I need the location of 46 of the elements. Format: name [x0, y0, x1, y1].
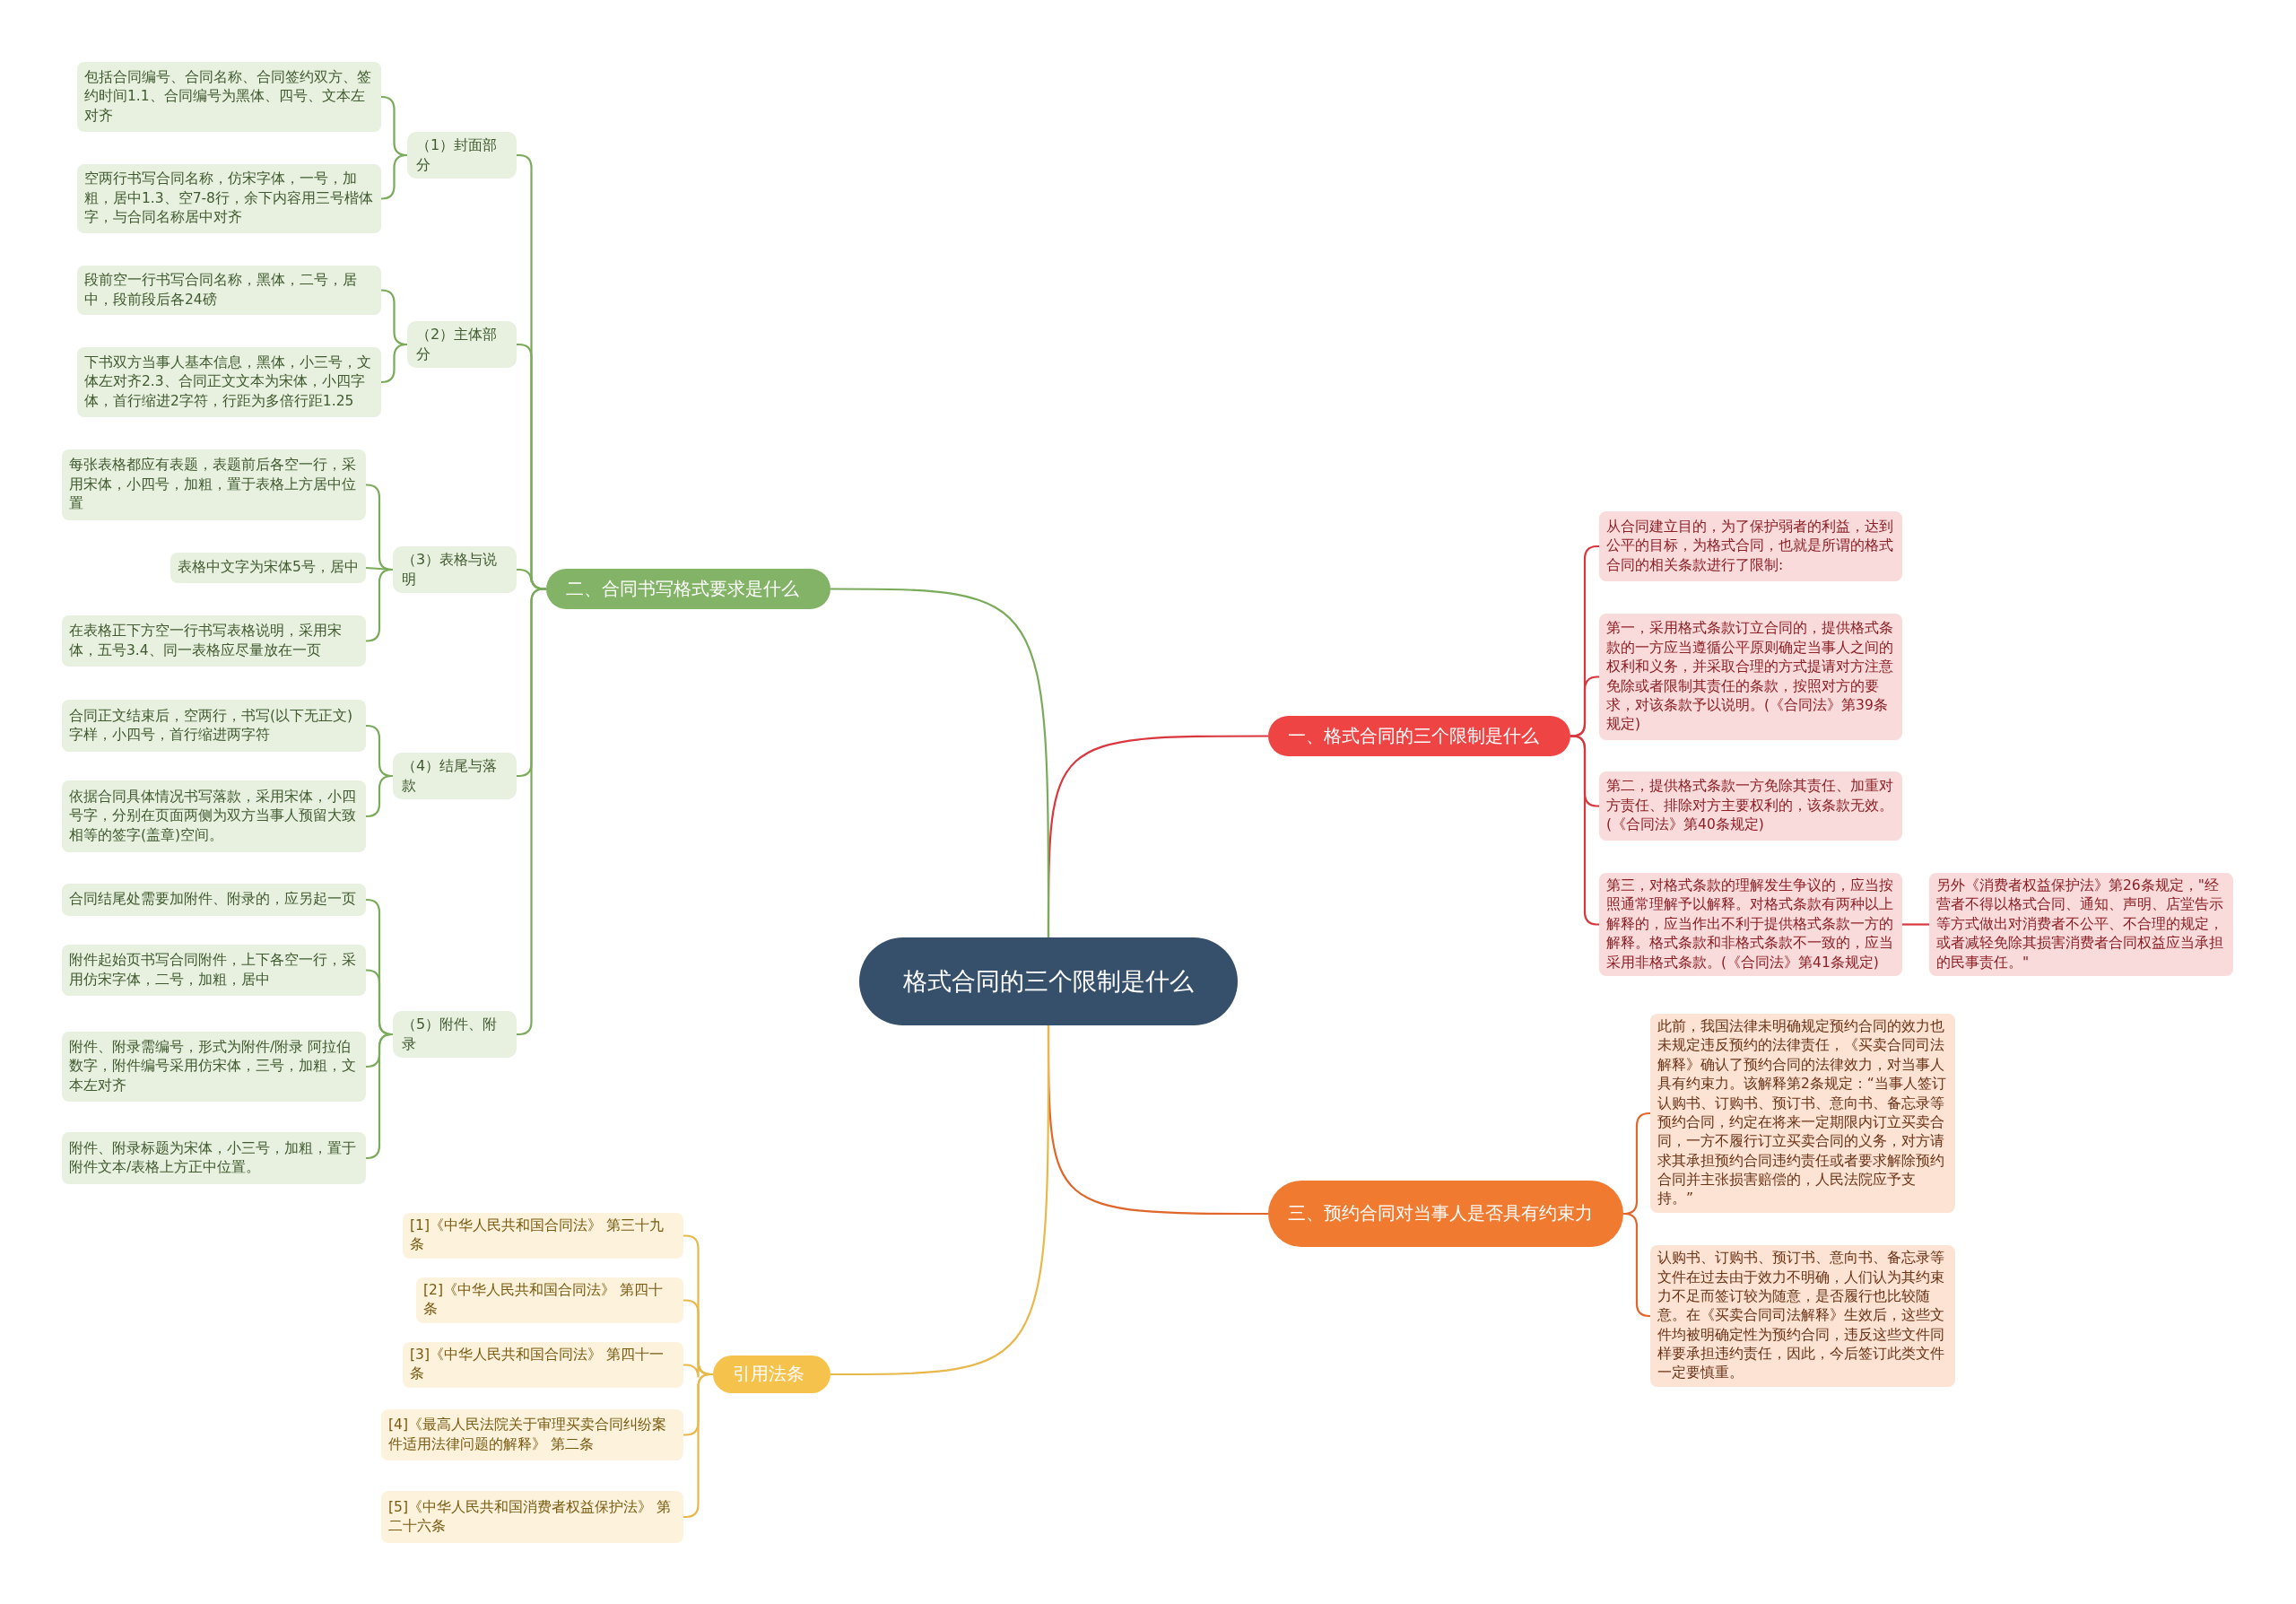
note-box: 附件、附录需编号，形式为附件/附录 阿拉伯数字，附件编号采用仿宋体，三号，加粗，文本左对齐 — [62, 1032, 366, 1102]
subtopic-box: （5）附件、附录 — [393, 1011, 517, 1059]
note-box: 包括合同编号、合同名称、合同签约双方、签约时间1.1、合同编号为黑体、四号、文本左对齐 — [77, 62, 381, 132]
connector-line — [683, 1373, 713, 1519]
note-box: 合同正文结束后，空两行，书写(以下无正文)字样，小四号，首行缩进两字符 — [62, 700, 366, 752]
note-box: 依据合同具体情况书写落款，采用宋体，小四号字，分别在页面两侧为双方当事人预留大致相等的签字(盖章)空间。 — [62, 780, 366, 852]
connector-line — [1902, 923, 1929, 926]
note-box: 第二，提供格式条款一方免除其责任、加重对方责任、排除对方主要权利的，该条款无效。(《合同法》第40条规定) — [1599, 771, 1902, 841]
note-box: [5]《中华人民共和国消费者权益保护法》 第二十六条 — [381, 1491, 683, 1543]
note-box: 下书双方当事人基本信息，黑体，小三号，文体左对齐2.3、合同正文文本为宋体，小四字体，首行缩进2字符，行距为多倍行距1.25 — [77, 347, 381, 417]
connector-line — [380, 153, 408, 200]
note-box: 第三，对格式条款的理解发生争议的，应当按照通常理解予以解释。对格式条款有两种以上解释的，应当作出不利于提供格式条款一方的解释。格式条款和非格式条款不一致的，应当采用非格式条款。(《合同法》第41条规定) — [1599, 873, 1902, 976]
connector-line — [1622, 1212, 1651, 1318]
note-box: [1]《中华人民共和国合同法》 第三十九条 — [403, 1213, 683, 1259]
branch-topic: 二、合同书写格式要求是什么 — [546, 569, 831, 609]
connector-line — [831, 588, 1050, 937]
connector-line — [365, 568, 394, 642]
note-box: [2]《中华人民共和国合同法》 第四十条 — [416, 1277, 683, 1323]
note-box: 附件、附录标题为宋体，小三号，加粗，置于附件文本/表格上方正中位置。 — [62, 1132, 366, 1184]
subtopic-box: （3）表格与说明 — [393, 546, 517, 594]
note-box: 空两行书写合同名称，仿宋字体，一号，加粗，居中1.3、空7-8行，余下内容用三号楷体字，与合同名称居中对齐 — [77, 164, 381, 233]
note-box: 在表格正下方空一行书写表格说明，采用宋体，五号3.4、同一表格应尽量放在一页 — [62, 615, 366, 667]
connector-line — [365, 774, 394, 818]
branch-topic: 三、预约合同对当事人是否具有约束力 — [1268, 1181, 1623, 1247]
subtopic-box: （2）主体部分 — [407, 321, 517, 369]
note-box: 从合同建立目的，为了保护弱者的利益，达到公平的目标，为格式合同，也就是所谓的格式合同的相关条款进行了限制: — [1599, 511, 1902, 581]
note-box: [4]《最高人民法院关于审理买卖合同纠纷案件适用法律问题的解释》 第二条 — [381, 1409, 683, 1460]
central-topic: 格式合同的三个限制是什么 — [859, 937, 1238, 1025]
note-box: [3]《中华人民共和国合同法》 第四十一条 — [403, 1342, 683, 1388]
subtopic-box: （4）结尾与落款 — [393, 753, 517, 800]
note-box: 此前，我国法律未明确规定预约合同的效力也未规定违反预约的法律责任，《买卖合同司法解释》确认了预约合同的法律效力，对当事人具有约束力。该解释第2条规定：“当事人签订认购书、订购书、预订书、意向书、备忘录等预约合同，约定在将来一定期限内订立买卖合同，一方不履行订立买卖合同的义务，对方请求其承担预约合同违约责任或者要求解除预约合同并主张损害赔偿的，人民法院应予支持。” — [1650, 1014, 1955, 1213]
note-box: 另外《消费者权益保护法》第26条规定，"经营者不得以格式合同、通知、声明、店堂告示等方式做出对消费者不公平、不合理的规定，或者减轻免除其损害消费者合同权益应当承担的民事责任。" — [1929, 873, 2233, 976]
note-box: 表格中文字为宋体5号，居中 — [170, 553, 366, 583]
connector-line — [380, 343, 408, 384]
subtopic-box: （1）封面部分 — [407, 132, 517, 179]
connector-line — [831, 1025, 1050, 1376]
note-box: 合同结尾处需要加附件、附录的，应另起一页 — [62, 884, 366, 916]
branch-topic: 引用法条 — [713, 1356, 831, 1393]
note-box: 认购书、订购书、预订书、意向书、备忘录等文件在过去由于效力不明确，人们认为其约束力不足而签订较为随意，是否履行也比较随意。在《买卖合同司法解释》生效后，这些文件均被明确定性为预约合同，违反这些文件同样要承担违约责任，因此，今后签订此类文件一定要慎重。 — [1650, 1245, 1955, 1387]
note-box: 每张表格都应有表题，表题前后各空一行，采用宋体，小四号，加粗，置于表格上方居中位置 — [62, 449, 366, 520]
connector-line — [1570, 735, 1599, 926]
branch-topic: 一、格式合同的三个限制是什么 — [1268, 716, 1570, 756]
connector-line — [365, 1033, 394, 1160]
note-box: 第一，采用格式条款订立合同的，提供格式条款的一方应当遵循公平原则确定当事人之间的权利和义务，并采取合理的方式提请对方注意免除或者限制其责任的条款，按照对方的要求，对该条款予以说明。(《合同法》第39条规定) — [1599, 614, 1902, 740]
note-box: 段前空一行书写合同名称，黑体，二号，居中，段前段后各24磅 — [77, 266, 381, 315]
note-box: 附件起始页书写合同附件，上下各空一行，采用仿宋字体，二号，加粗，居中 — [62, 945, 366, 996]
